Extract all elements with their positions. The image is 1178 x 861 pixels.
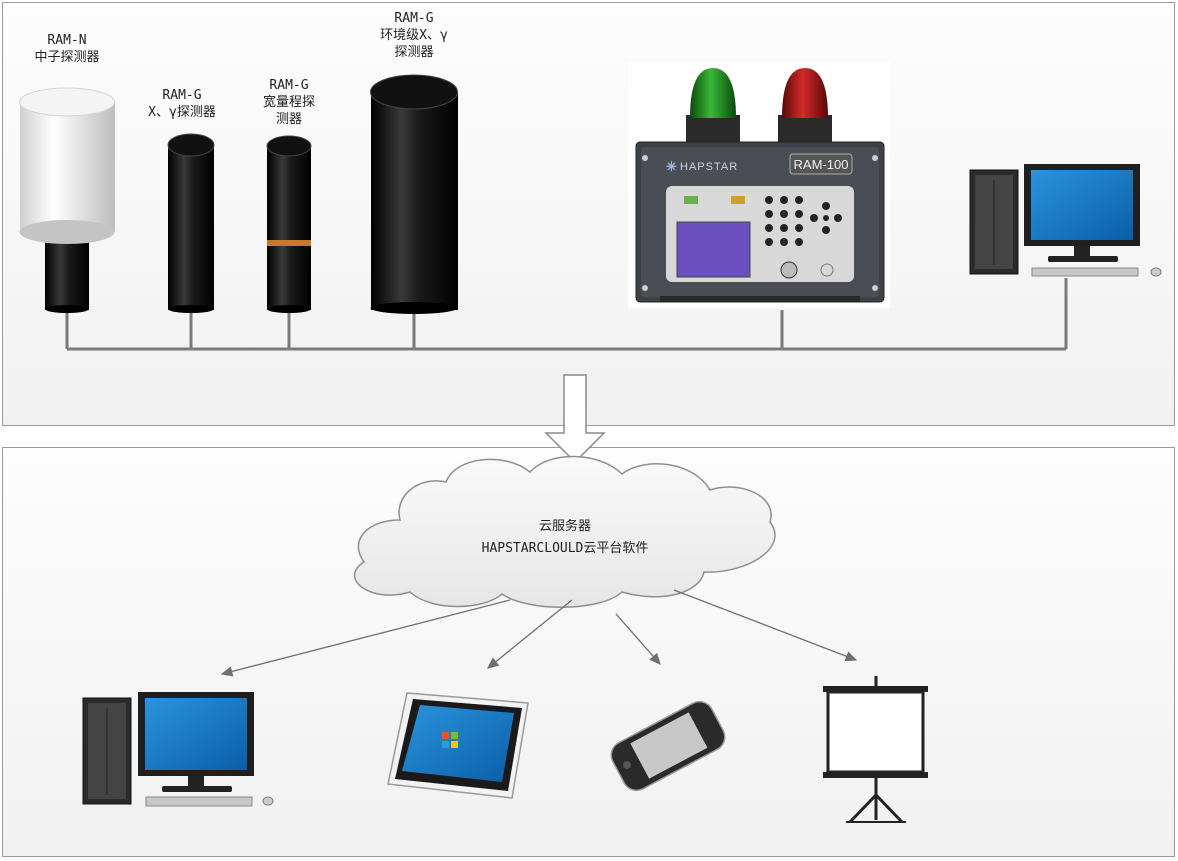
detector-name: 中子探测器 [34, 50, 100, 65]
cloud-server-icon [353, 455, 776, 608]
detector-name: 宽量程探 [262, 95, 315, 110]
environmental-detector-label: RAM-G 环境级X、γ 探测器 [359, 10, 469, 61]
tablet-icon [387, 692, 529, 799]
controller-brand-text: HAPSTAR [680, 161, 738, 173]
projector-screen-icon [823, 676, 928, 824]
xgamma-detector-icon [167, 133, 215, 313]
ram100-controller-icon: ✳ HAPSTAR RAM-100 [628, 62, 890, 308]
detector-name: 探测器 [394, 45, 434, 60]
workstation-computer-icon [969, 164, 1162, 277]
xgamma-detector-label: RAM-G X、γ探测器 [130, 87, 234, 121]
cloud-label: 云服务器 HAPSTARCLOULD云平台软件 [440, 516, 690, 560]
cloud-subtitle: HAPSTARCLOULD云平台软件 [481, 541, 649, 556]
svg-text:✳: ✳ [666, 159, 677, 174]
detector-name: X、γ探测器 [148, 105, 216, 120]
detector-name: 环境级X、γ [380, 28, 448, 43]
detector-model: RAM-G [269, 78, 309, 93]
environmental-detector-icon [370, 74, 458, 314]
controller-model-text: RAM-100 [794, 157, 849, 172]
smartphone-icon [610, 700, 726, 792]
client-desktop-computer-icon [82, 692, 274, 807]
neutron-detector-label: RAM-N 中子探测器 [17, 32, 117, 66]
cloud-title: 云服务器 [538, 519, 591, 534]
detector-name: 测器 [275, 112, 302, 127]
detector-model: RAM-G [394, 11, 434, 26]
wide-range-detector-icon [266, 135, 312, 313]
neutron-detector-icon [19, 87, 115, 313]
detector-model: RAM-G [162, 88, 202, 103]
flow-down-arrow [544, 374, 606, 464]
distribution-arrows [220, 589, 858, 677]
wide-range-detector-label: RAM-G 宽量程探 测器 [246, 77, 332, 128]
detector-model: RAM-N [47, 33, 87, 48]
wiring-bus [65, 278, 1068, 351]
